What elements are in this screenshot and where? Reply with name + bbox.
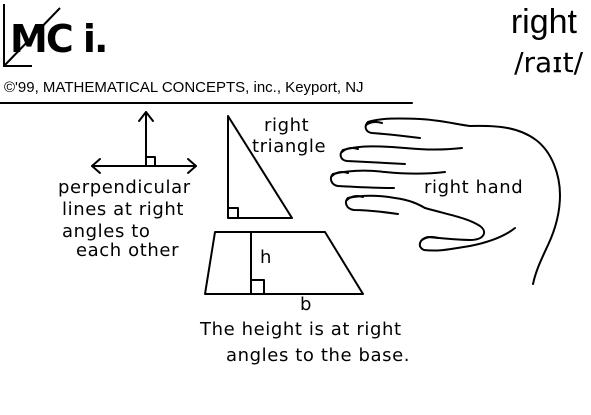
dictionary-word: right [510, 3, 577, 41]
copyright-line: ©'99, MATHEMATICAL CONCEPTS, inc., Keypo… [4, 79, 364, 96]
trapezoid [204, 231, 364, 295]
caption-line-1: The height is at right [200, 319, 402, 340]
perpendicular-label-line-4: each other [76, 240, 180, 261]
right-hand-drawing [329, 117, 561, 285]
logo-text: MC i. [10, 17, 106, 61]
height-right-angle-mark [250, 279, 265, 295]
up-arrowhead [138, 111, 154, 122]
perpendicular-label-line-2: lines at right [62, 199, 185, 220]
mci-logo: MC i. [3, 4, 108, 67]
perpendicular-label-line-1: perpendicular [58, 177, 191, 198]
right-triangle-figure [227, 115, 293, 219]
logo-slash [3, 7, 61, 67]
right-triangle-label-line-1: right [264, 115, 310, 136]
right-angle-mark [145, 156, 156, 167]
right-arrowhead [187, 158, 197, 174]
triangle-right-angle-mark [227, 207, 239, 219]
trapezoid-figure [204, 231, 364, 295]
caption-line-2: angles to the base. [226, 345, 411, 366]
left-arrowhead [91, 158, 101, 174]
pronunciation: /raɪt/ [514, 46, 583, 79]
right-hand-label: right hand [424, 177, 524, 198]
perpendicular-lines-figure [91, 111, 197, 174]
right-triangle [227, 115, 293, 219]
perpendicular-label-line-3: angles to [62, 221, 151, 242]
base-label: b [300, 294, 313, 315]
height-label: h [260, 247, 273, 268]
right-triangle-label-line-2: triangle [252, 136, 327, 157]
